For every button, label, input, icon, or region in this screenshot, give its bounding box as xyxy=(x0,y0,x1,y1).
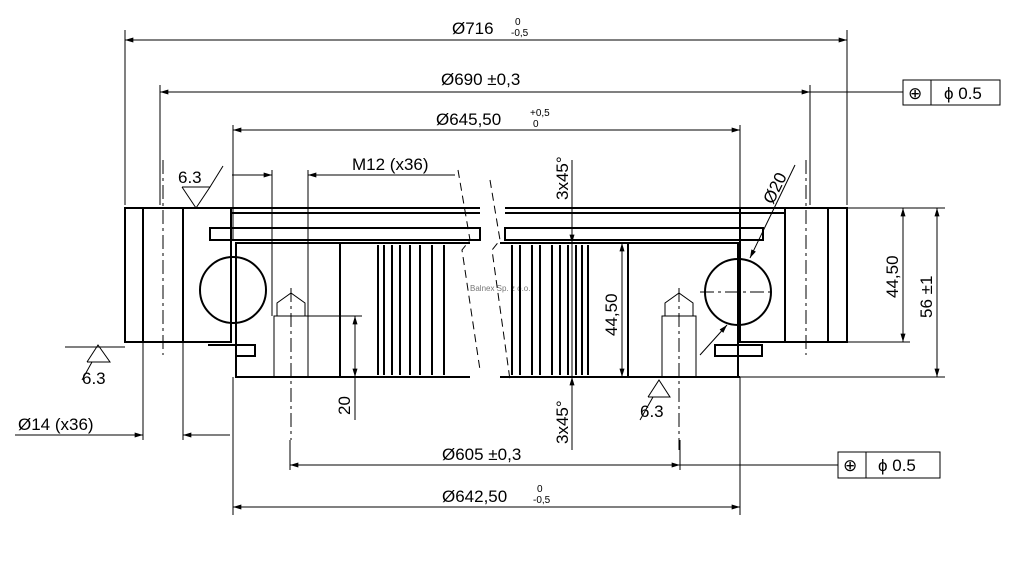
dim-d642: Ø642,50 xyxy=(442,487,507,506)
dim-d645-tol-upper: +0,5 xyxy=(530,108,550,119)
break-line-right xyxy=(489,179,511,381)
right-section xyxy=(500,160,848,450)
dim-4450-right: 44,50 xyxy=(883,255,902,298)
dim-d642-tol-upper: 0 xyxy=(537,484,543,495)
dim-d642-tol-lower: -0,5 xyxy=(533,495,551,506)
dim-4450-mid: 44,50 xyxy=(602,293,621,336)
roughness-symbol-top-left: 6.3 xyxy=(178,165,224,209)
dim-d645-tol-lower: 0 xyxy=(533,119,539,130)
dim-d645: Ø645,50 xyxy=(436,110,501,129)
dim-20: 20 xyxy=(335,396,354,415)
break-line-left xyxy=(457,169,481,371)
dim-d716-tol-lower: -0,5 xyxy=(511,28,529,39)
dim-d605: Ø605 ±0,3 xyxy=(442,445,521,464)
dim-d716: Ø716 xyxy=(452,19,494,38)
roughness-symbol-bottom-right: 6.3 xyxy=(639,379,671,421)
dim-chamfer-top: 3x45° xyxy=(553,156,572,200)
roughness-left: 6.3 xyxy=(82,369,106,388)
feature-control-frame-bottom: ⊕ ϕ 0.5 xyxy=(837,451,941,479)
left-section xyxy=(124,160,481,440)
roughness-symbol-left: 6.3 xyxy=(81,344,111,388)
fcf-top-tolerance: ϕ 0.5 xyxy=(944,84,982,103)
roughness-bottom-right: 6.3 xyxy=(640,402,664,421)
watermark: Balnex Sp. z o.o. xyxy=(470,284,530,293)
feature-control-frame-top: ⊕ ϕ 0.5 xyxy=(902,79,1001,106)
roughness-top-left: 6.3 xyxy=(178,168,202,187)
dim-chamfer-bottom: 3x45° xyxy=(553,400,572,444)
dim-56: 56 ±1 xyxy=(917,276,936,318)
dim-d20: Ø20 xyxy=(760,170,791,207)
position-icon: ⊕ xyxy=(908,84,922,103)
dim-d690: Ø690 ±0,3 xyxy=(441,70,520,89)
dim-d14: Ø14 (x36) xyxy=(18,415,94,434)
dim-d716-tol-upper: 0 xyxy=(515,17,521,28)
position-icon: ⊕ xyxy=(843,456,857,475)
fcf-bottom-tolerance: ϕ 0.5 xyxy=(878,456,916,475)
dim-m12: M12 (x36) xyxy=(352,155,429,174)
